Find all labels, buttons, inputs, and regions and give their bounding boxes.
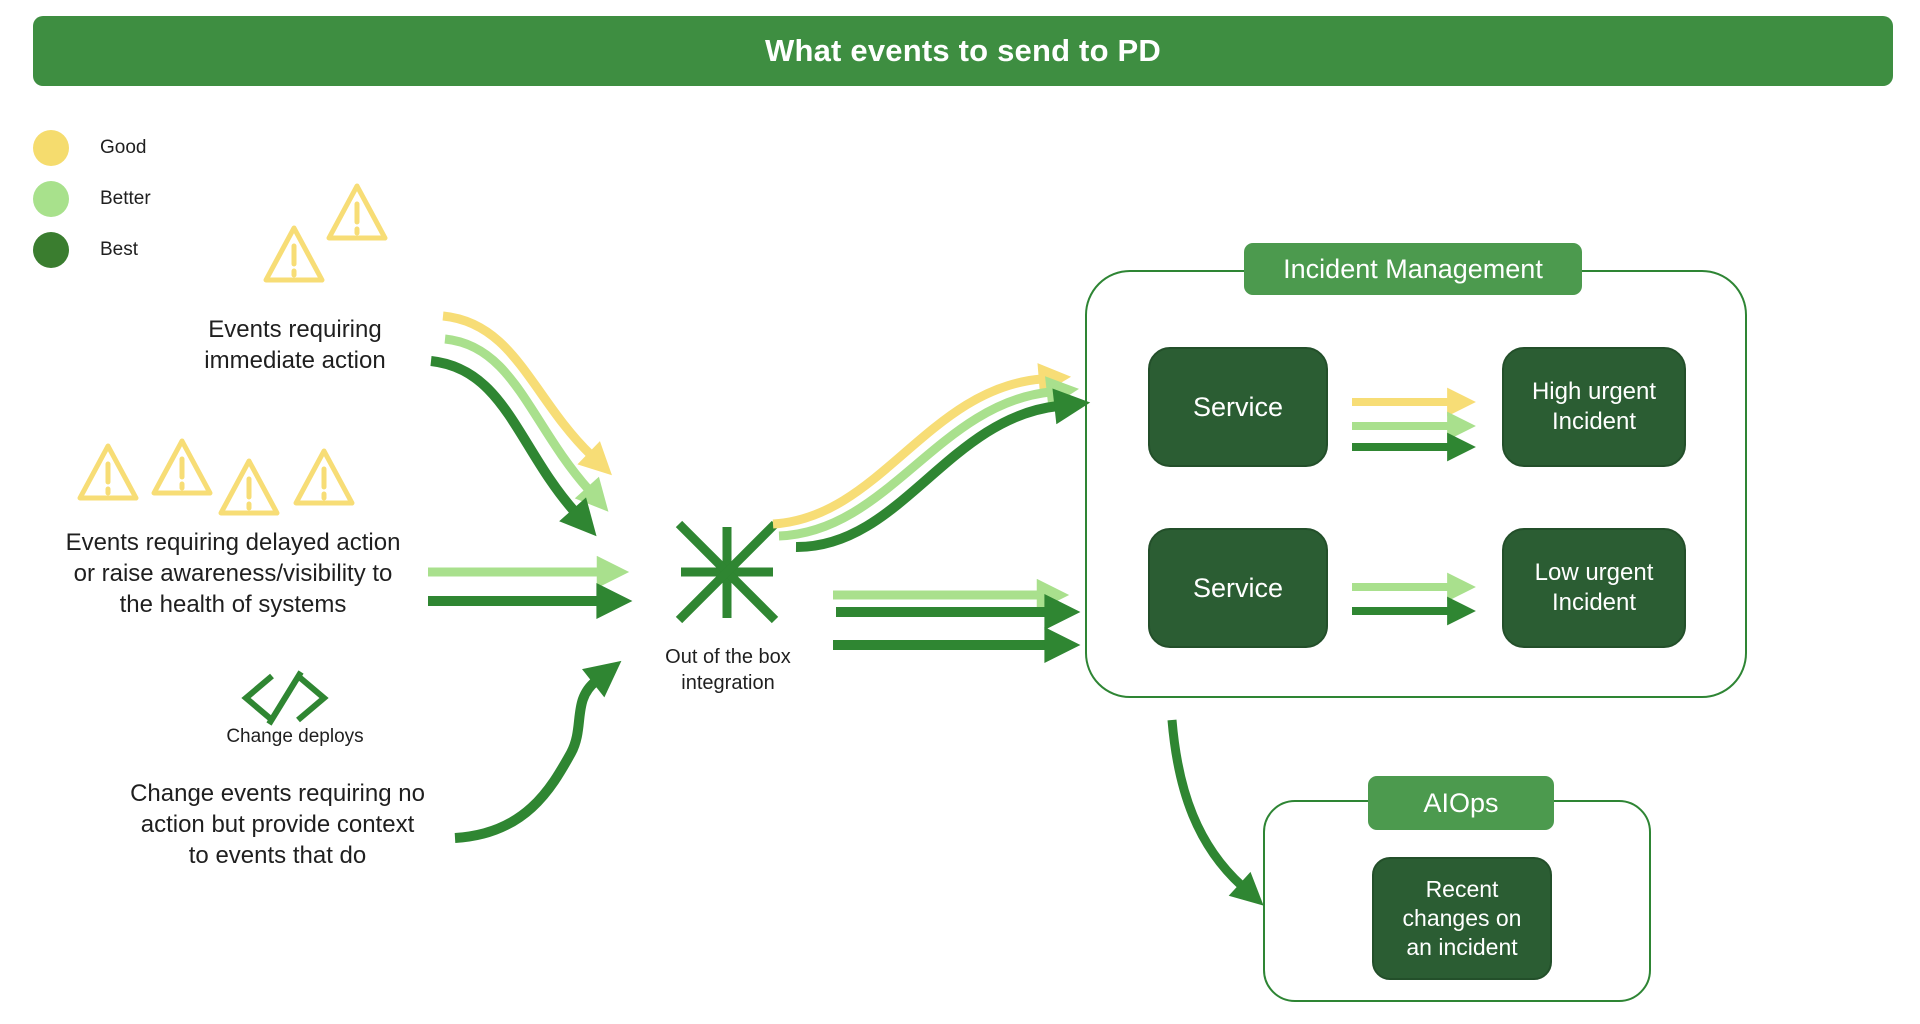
asterisk-icon <box>675 520 779 624</box>
warning-triangle-icon <box>221 461 277 513</box>
immediate-events-text: Events requiring immediate action <box>150 314 440 376</box>
warning-triangle-icon <box>296 451 352 503</box>
legend-swatch-best <box>33 232 69 268</box>
integration-caption: Out of the box integration <box>628 644 828 696</box>
service-box-row2: Service <box>1148 528 1328 648</box>
legend: Good Better Best <box>33 130 151 268</box>
delayed-events-line1: Events requiring delayed action <box>65 529 401 556</box>
warning-triangle-icon <box>154 441 210 493</box>
low-urgent-incident-box: Low urgent Incident <box>1502 528 1686 648</box>
service-box-row1: Service <box>1148 347 1328 467</box>
legend-item-best: Best <box>33 232 151 268</box>
arrow-integration-better <box>778 376 1079 541</box>
immediate-events-line2: immediate action <box>204 347 386 374</box>
page-title: What events to send to PD <box>765 33 1161 68</box>
warning-triangle-icon <box>266 228 322 280</box>
warning-triangle-icon <box>80 446 136 498</box>
legend-label-best: Best <box>100 239 139 260</box>
legend-swatch-better <box>33 181 69 217</box>
incident-management-label: Incident Management <box>1244 243 1582 295</box>
change-events-line1: Change events requiring no <box>130 780 425 807</box>
recent-changes-line2: changes on <box>1402 905 1522 931</box>
aiops-label: AIOps <box>1368 776 1554 830</box>
immediate-events-line1: Events requiring <box>208 316 382 343</box>
delayed-events-line3: the health of systems <box>119 591 347 618</box>
legend-item-good: Good <box>33 130 151 166</box>
arrow-immediate-good <box>442 311 612 476</box>
delayed-events-line2: or raise awareness/visibility to <box>73 560 393 587</box>
legend-item-better: Better <box>33 181 151 217</box>
legend-label-good: Good <box>100 137 147 158</box>
change-events-text: Change events requiring no action but pr… <box>110 778 445 871</box>
arrow-immediate-best <box>430 356 597 537</box>
arrow-integration-best <box>795 388 1091 553</box>
title-banner: What events to send to PD <box>33 16 1893 86</box>
high-urgent-line2: Incident <box>1551 408 1637 435</box>
warning-triangle-icon <box>329 186 385 238</box>
arrow-to-aiops <box>1167 719 1264 906</box>
legend-label-better: Better <box>100 188 151 209</box>
code-icon <box>241 670 329 726</box>
recent-changes-box: Recent changes on an incident <box>1372 857 1552 980</box>
arrow-integration-good <box>772 363 1072 529</box>
integration-caption-line1: Out of the box <box>665 646 791 668</box>
high-urgent-line1: High urgent <box>1531 378 1657 405</box>
change-events-line2: action but provide context <box>140 811 415 838</box>
integration-caption-line2: integration <box>681 672 775 694</box>
arrow-change-events-best <box>454 660 622 843</box>
recent-changes-line1: Recent <box>1425 876 1499 902</box>
high-urgent-incident-box: High urgent Incident <box>1502 347 1686 467</box>
change-events-line3: to events that do <box>188 842 367 869</box>
legend-swatch-good <box>33 130 69 166</box>
recent-changes-line3: an incident <box>1406 934 1518 960</box>
arrow-immediate-better <box>444 334 609 512</box>
low-urgent-line2: Incident <box>1551 589 1637 616</box>
change-deploys-caption: Change deploys <box>226 726 364 747</box>
delayed-events-text: Events requiring delayed action or raise… <box>28 527 438 620</box>
low-urgent-line1: Low urgent <box>1534 559 1654 586</box>
